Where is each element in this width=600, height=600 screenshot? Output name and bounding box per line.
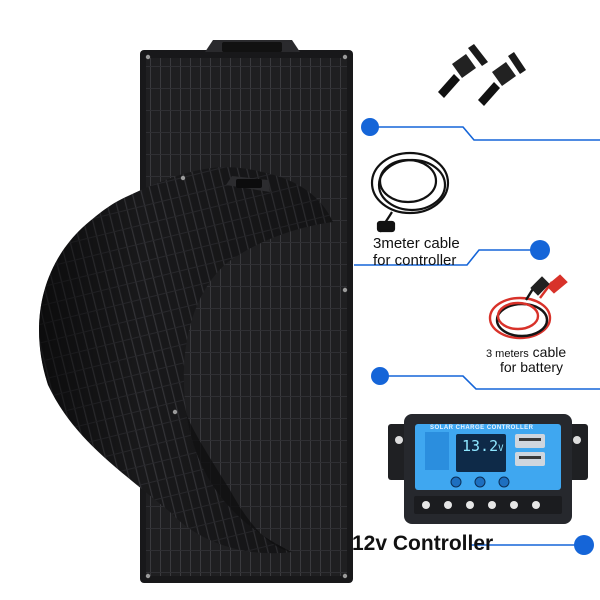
callout-dot-battery-cable bbox=[371, 367, 389, 385]
controller-cable-label: 3meter cable for controller bbox=[373, 235, 460, 269]
callout-dot-controller bbox=[574, 535, 594, 555]
flexible-solar-panel bbox=[39, 167, 333, 554]
controller-title: 12v Controller bbox=[352, 532, 494, 555]
battery-cable-label-suffix: cable bbox=[528, 344, 567, 360]
callout-connectors bbox=[354, 126, 600, 546]
lcd-header: SOLAR CHARGE CONTROLLER bbox=[430, 425, 534, 431]
controller-cable-label-line2: for controller bbox=[373, 251, 457, 269]
battery-cable-label: 3 meters cable for battery bbox=[486, 344, 567, 376]
controller-cable-illustration bbox=[370, 151, 450, 233]
battery-cable-label-line2: for battery bbox=[500, 359, 564, 376]
callout-dot-controller-cable bbox=[530, 240, 550, 260]
charge-controller-illustration bbox=[388, 414, 588, 524]
callout-dot-connectors bbox=[361, 118, 379, 136]
usb-port-icon bbox=[519, 438, 541, 441]
battery-cable-illustration bbox=[488, 274, 568, 340]
lcd-reading: 13.2V bbox=[462, 438, 504, 455]
controller-cable-label-line1: 3meter cable bbox=[373, 235, 460, 252]
battery-cable-label-prefix: 3 meters bbox=[486, 348, 529, 360]
mc4-connector-icon bbox=[438, 44, 526, 106]
lcd-reading-unit: V bbox=[498, 444, 504, 454]
lcd-reading-value: 13.2 bbox=[462, 437, 499, 455]
